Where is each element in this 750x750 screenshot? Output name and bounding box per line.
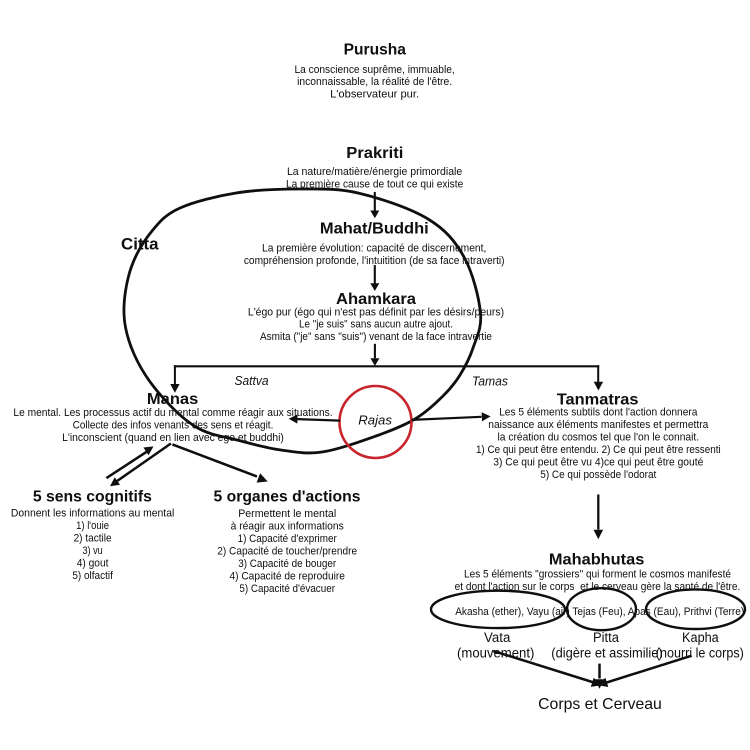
svg-text:La nature/matière/énergie prim: La nature/matière/énergie primordiale: [287, 166, 462, 178]
svg-text:(nourri le corps): (nourri le corps): [656, 646, 744, 661]
svg-text:Manas: Manas: [147, 391, 198, 408]
svg-text:Citta: Citta: [121, 234, 159, 253]
svg-text:5) olfactif: 5) olfactif: [72, 570, 113, 582]
svg-text:1) Ce qui peut être entendu. 2: 1) Ce qui peut être entendu. 2) Ce qui p…: [476, 444, 721, 456]
svg-text:Le "je suis" sans aucun autre: Le "je suis" sans aucun autre ajout.: [299, 319, 453, 331]
svg-text:à réagir aux informations: à réagir aux informations: [231, 520, 345, 532]
svg-text:(digère et assimilie): (digère et assimilie): [551, 646, 662, 661]
svg-text:5 organes d'actions: 5 organes d'actions: [214, 489, 361, 506]
svg-text:2) tactile: 2) tactile: [74, 533, 112, 545]
svg-text:et dont l'action sur le corps: et dont l'action sur le corps et le cerv…: [455, 581, 741, 593]
svg-text:Purusha: Purusha: [344, 42, 406, 59]
svg-text:L'observateur pur.: L'observateur pur.: [330, 89, 419, 101]
svg-text:Pitta: Pitta: [593, 630, 619, 645]
svg-text:Les 5 éléments subtils dont l': Les 5 éléments subtils dont l'action don…: [499, 407, 697, 419]
svg-text:naissance aux éléments manifes: naissance aux éléments manifestes et per…: [488, 419, 708, 431]
svg-text:4) Capacité de reproduire: 4) Capacité de reproduire: [229, 570, 345, 582]
svg-text:La première évolution: capacit: La première évolution: capacité de disce…: [262, 242, 486, 254]
svg-text:compréhension profonde, l'intu: compréhension profonde, l'intuitition (d…: [244, 255, 505, 267]
svg-text:5) Capacité d'évacuer: 5) Capacité d'évacuer: [239, 583, 335, 595]
svg-text:3) Ce qui peut être vu 4)ce qu: 3) Ce qui peut être vu 4)ce qui peut êtr…: [493, 457, 703, 469]
svg-text:Tamas: Tamas: [472, 374, 508, 389]
svg-text:Permettent le mental: Permettent le mental: [238, 508, 336, 520]
svg-text:Tanmatras: Tanmatras: [557, 392, 639, 409]
svg-text:1) l'ouie: 1) l'ouie: [76, 520, 109, 532]
svg-text:5 sens cognitifs: 5 sens cognitifs: [33, 489, 152, 506]
svg-text:Mahat/Buddhi: Mahat/Buddhi: [320, 221, 429, 238]
svg-text:Asmita ("je" sans "suis") vena: Asmita ("je" sans "suis") venant de la f…: [260, 331, 492, 343]
svg-text:1) Capacité d'exprimer: 1) Capacité d'exprimer: [238, 533, 337, 545]
svg-text:Vata: Vata: [484, 630, 511, 645]
svg-text:la création du cosmos tel que: la création du cosmos tel que l'on le co…: [498, 432, 700, 444]
svg-text:3) vu: 3) vu: [82, 545, 102, 557]
svg-text:3) Capacité de bouger: 3) Capacité de bouger: [238, 558, 336, 570]
svg-text:Kapha: Kapha: [682, 630, 719, 645]
svg-text:Mahabhutas: Mahabhutas: [549, 551, 645, 568]
svg-text:Prakriti: Prakriti: [346, 145, 403, 162]
svg-text:Collecte des infos venants des: Collecte des infos venants des sens et r…: [73, 420, 274, 432]
svg-text:L'égo pur (égo qui n'est pas d: L'égo pur (égo qui n'est pas définit par…: [248, 306, 504, 318]
svg-text:Corps et Cerveau: Corps et Cerveau: [538, 696, 662, 713]
svg-text:Ahamkara: Ahamkara: [336, 291, 416, 308]
svg-text:La conscience suprême, immuabl: La conscience suprême, immuable,: [294, 64, 454, 76]
svg-text:Rajas: Rajas: [358, 413, 392, 428]
svg-text:2) Capacité de toucher/prendre: 2) Capacité de toucher/prendre: [217, 545, 357, 557]
svg-text:inconnaissable, la réalité de: inconnaissable, la réalité de l'être.: [297, 76, 452, 88]
svg-text:Sattva: Sattva: [235, 373, 269, 388]
svg-text:La première cause de tout ce q: La première cause de tout ce qui existe: [286, 178, 463, 190]
svg-text:5) Ce qui possède l'odorat: 5) Ce qui possède l'odorat: [540, 469, 656, 481]
svg-text:Le mental. Les processus actif: Le mental. Les processus actif du mental…: [13, 407, 332, 419]
svg-text:4) gout: 4) gout: [77, 558, 109, 570]
svg-text:Les 5 éléments "grossiers" qui: Les 5 éléments "grossiers" qui forment l…: [464, 569, 731, 581]
svg-text:L'inconscient (quand en lien a: L'inconscient (quand en lien avec ego et…: [62, 432, 284, 444]
svg-text:(mouvement): (mouvement): [457, 646, 534, 661]
svg-text:Akasha (ether), Vayu (air) Tej: Akasha (ether), Vayu (air) Tejas (Feu), …: [455, 606, 744, 618]
svg-text:Donnent les informations au me: Donnent les informations au mental: [11, 508, 174, 520]
